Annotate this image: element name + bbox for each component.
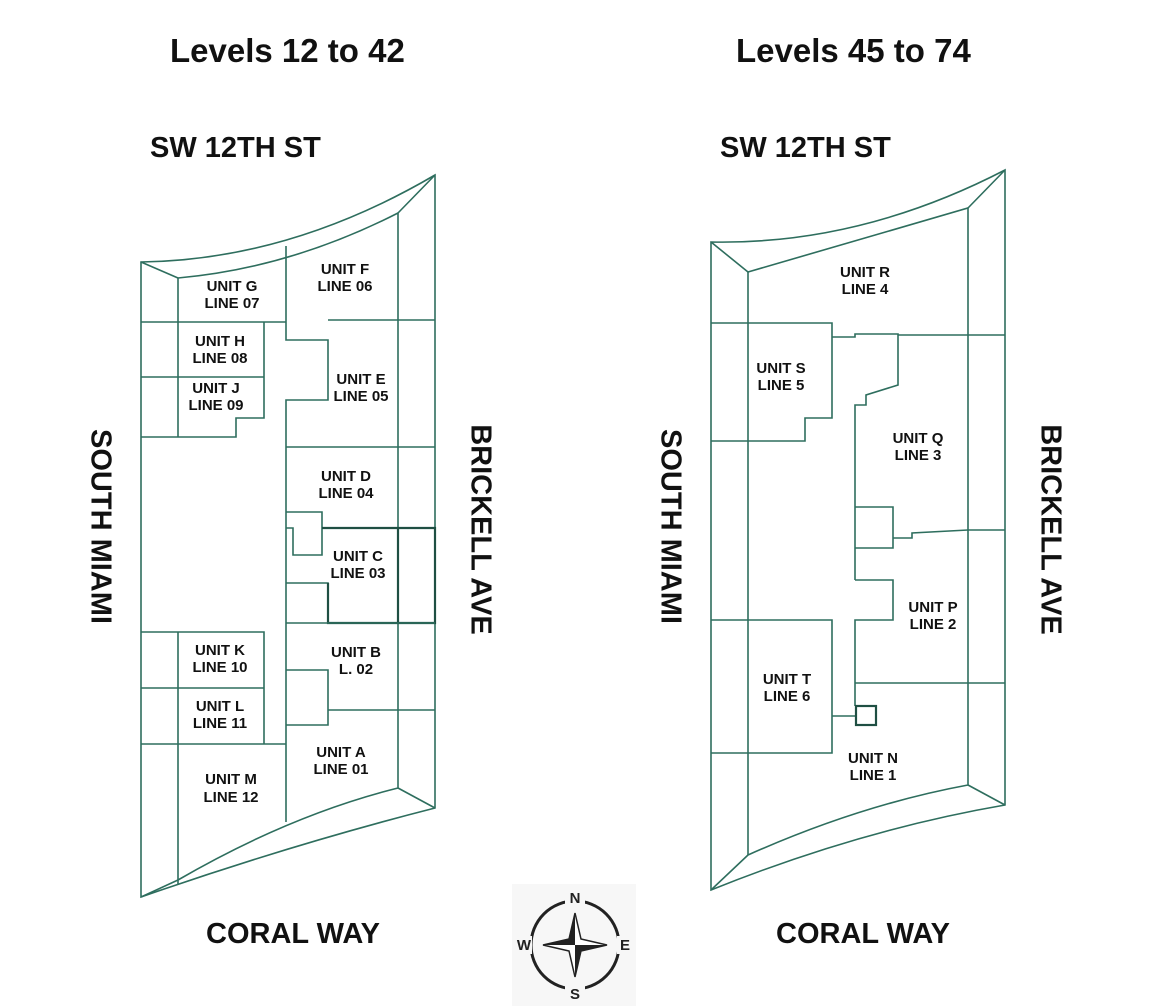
svg-text:UNIT R: UNIT R	[840, 264, 890, 281]
street-north-right: SW 12TH ST	[720, 132, 891, 164]
svg-text:UNIT D: UNIT D	[321, 468, 371, 485]
svg-text:LINE 01: LINE 01	[313, 761, 368, 778]
plan-title-left: Levels 12 to 42	[170, 32, 405, 69]
plan-title-right: Levels 45 to 74	[736, 32, 971, 69]
svg-text:UNIT N: UNIT N	[848, 750, 898, 767]
svg-text:UNIT L: UNIT L	[196, 698, 244, 715]
svg-text:LINE 07: LINE 07	[204, 295, 259, 312]
street-south-left: CORAL WAY	[206, 918, 381, 950]
svg-text:LINE 1: LINE 1	[850, 767, 897, 784]
svg-text:UNIT B: UNIT B	[331, 644, 381, 661]
compass-south: S	[570, 986, 580, 1003]
svg-text:UNIT E: UNIT E	[336, 371, 385, 388]
street-south-right: CORAL WAY	[776, 918, 951, 950]
svg-text:UNIT F: UNIT F	[321, 261, 369, 278]
svg-text:UNIT H: UNIT H	[195, 333, 245, 350]
compass-icon: N E S W	[512, 884, 636, 1006]
svg-text:UNIT G: UNIT G	[207, 278, 258, 295]
street-north-left: SW 12TH ST	[150, 132, 321, 164]
svg-text:LINE 09: LINE 09	[188, 397, 243, 414]
svg-text:LINE 10: LINE 10	[192, 659, 247, 676]
svg-text:LINE 3: LINE 3	[895, 447, 942, 464]
svg-text:LINE 06: LINE 06	[317, 278, 372, 295]
svg-text:LINE 08: LINE 08	[192, 350, 247, 367]
svg-text:UNIT S: UNIT S	[756, 360, 805, 377]
compass-north: N	[570, 890, 581, 907]
svg-text:LINE 12: LINE 12	[203, 789, 258, 806]
svg-text:LINE 05: LINE 05	[333, 388, 388, 405]
svg-text:UNIT Q: UNIT Q	[893, 430, 944, 447]
svg-text:L. 02: L. 02	[339, 661, 373, 678]
svg-text:UNIT J: UNIT J	[192, 380, 240, 397]
svg-text:UNIT T: UNIT T	[763, 671, 811, 688]
svg-text:UNIT A: UNIT A	[316, 744, 366, 761]
svg-text:UNIT K: UNIT K	[195, 642, 245, 659]
compass-west: W	[517, 937, 532, 954]
compass-east: E	[620, 937, 630, 954]
svg-text:LINE 04: LINE 04	[318, 485, 374, 502]
svg-text:LINE 6: LINE 6	[764, 688, 811, 705]
svg-text:UNIT M: UNIT M	[205, 771, 257, 788]
svg-text:UNIT P: UNIT P	[908, 599, 957, 616]
svg-text:LINE 5: LINE 5	[758, 377, 805, 394]
svg-text:LINE 11: LINE 11	[193, 715, 247, 732]
svg-text:LINE 4: LINE 4	[842, 281, 889, 298]
svg-text:LINE 2: LINE 2	[910, 616, 957, 633]
unit-label[interactable]: UNIT BL. 02	[331, 644, 381, 678]
svg-text:UNIT C: UNIT C	[333, 548, 383, 565]
svg-text:LINE 03: LINE 03	[330, 565, 385, 582]
